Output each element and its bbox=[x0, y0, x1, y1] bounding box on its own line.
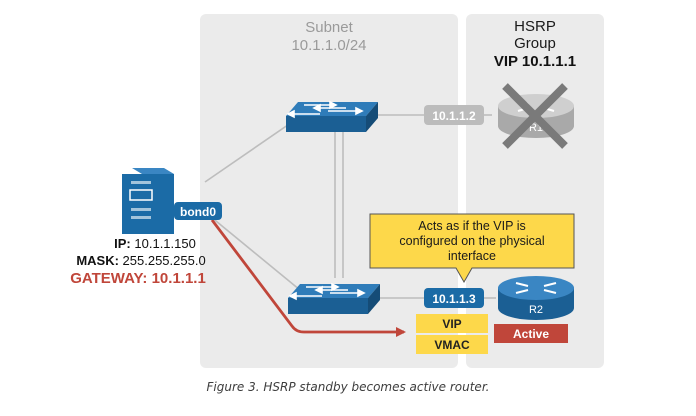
callout-box: Acts as if the VIP is configured on the … bbox=[369, 213, 575, 284]
vmac-tag bbox=[416, 335, 488, 354]
bond0-tag bbox=[174, 202, 222, 220]
host-gateway-line: GATEWAY: 10.1.1.1 bbox=[70, 270, 206, 287]
subnet-title: Subnet bbox=[305, 19, 353, 36]
failed-x-icon bbox=[502, 83, 568, 149]
callout-line3: interface bbox=[448, 249, 496, 263]
traffic-path-arrow bbox=[210, 219, 406, 337]
hsrp-title-line1: HSRP bbox=[514, 18, 556, 35]
hsrp-title-line2: Group bbox=[514, 35, 556, 52]
figure-caption: Figure 3. HSRP standby becomes active ro… bbox=[206, 380, 490, 394]
router-r2-label: R2 bbox=[529, 304, 543, 316]
active-status-text: Active bbox=[513, 327, 549, 341]
host-mask-line: MASK: 255.255.255.0 bbox=[76, 253, 205, 268]
host-ip-line: IP: 10.1.1.150 bbox=[114, 236, 196, 251]
r2-ip-tag-text: 10.1.1.3 bbox=[432, 292, 476, 306]
vmac-tag-text: VMAC bbox=[434, 338, 470, 352]
hsrp-vip-label: VIP 10.1.1.1 bbox=[494, 53, 576, 70]
server-icon bbox=[122, 168, 174, 234]
switch-bottom-icon bbox=[288, 282, 380, 314]
switch-top-icon bbox=[286, 100, 378, 132]
active-status-badge bbox=[494, 324, 568, 343]
r2-ip-tag bbox=[424, 288, 484, 308]
callout-line2: configured on the physical bbox=[399, 234, 544, 248]
router-r2-icon: R2 bbox=[498, 276, 574, 320]
subnet-network: 10.1.1.0/24 bbox=[291, 37, 366, 54]
bond0-tag-text: bond0 bbox=[180, 205, 216, 219]
vip-tag-text: VIP bbox=[442, 317, 461, 331]
callout-line1: Acts as if the VIP is bbox=[418, 219, 525, 233]
network-links bbox=[204, 114, 496, 299]
vip-tag bbox=[416, 314, 488, 333]
r1-ip-tag-text: 10.1.1.2 bbox=[432, 109, 476, 123]
subnet-panel bbox=[200, 14, 458, 368]
r1-ip-tag bbox=[424, 105, 484, 125]
